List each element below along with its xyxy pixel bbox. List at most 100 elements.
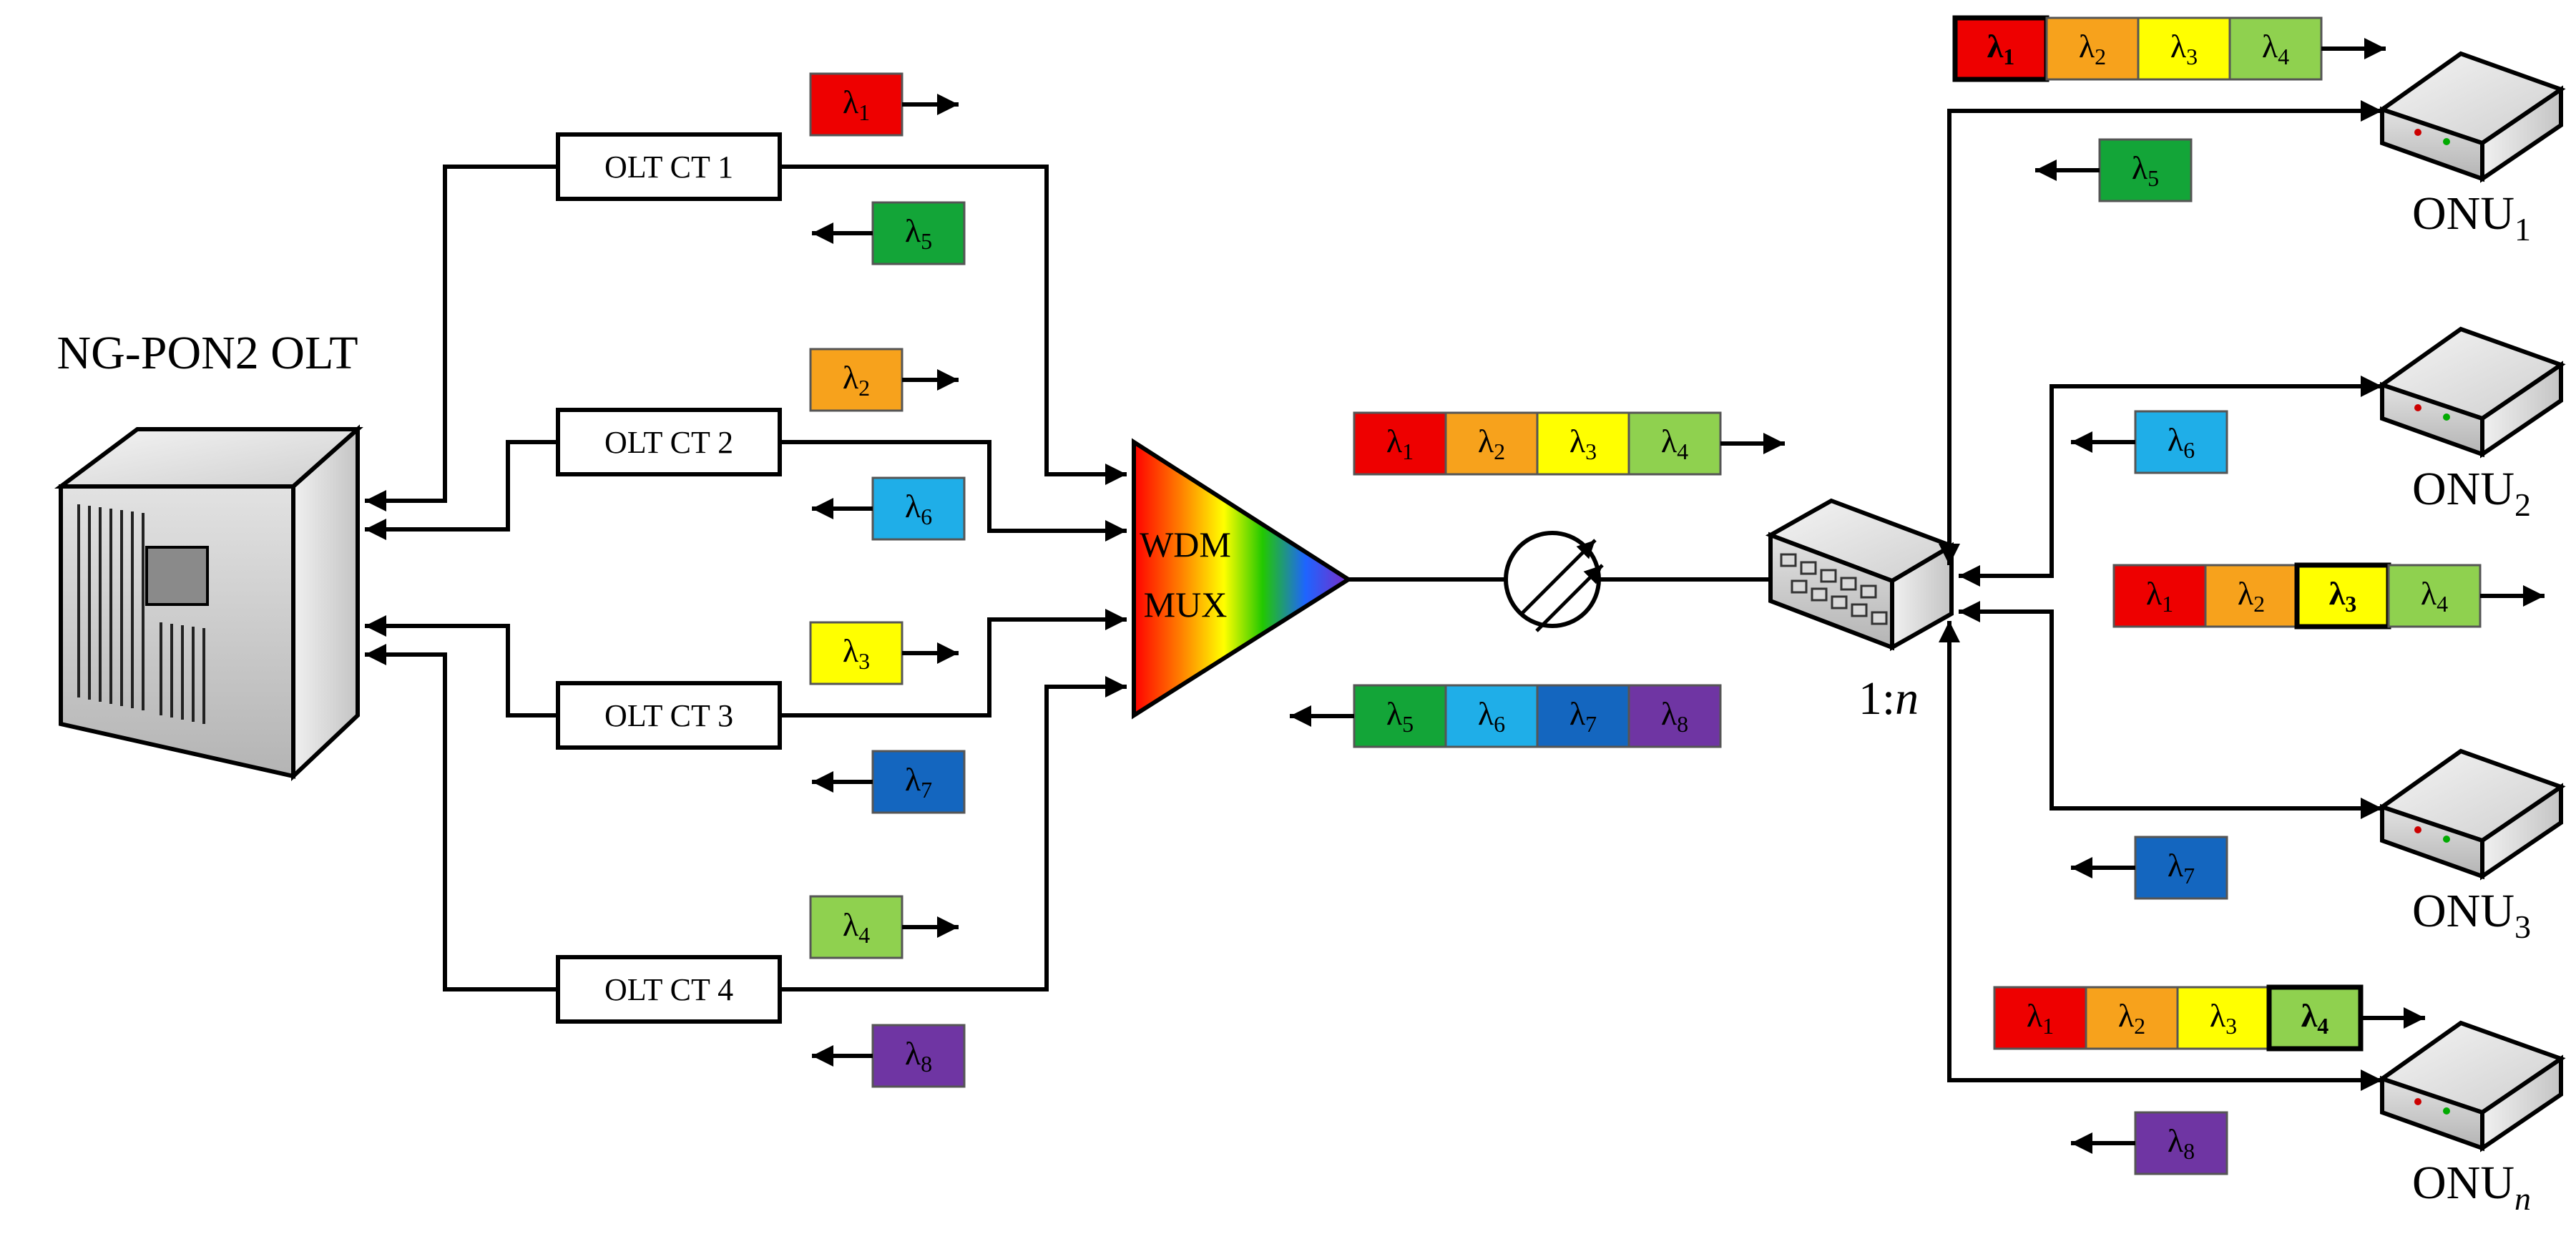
wavelength-swatch — [1444, 684, 1539, 748]
wavelength-cell: λ1 — [1952, 15, 2049, 82]
onu-device-icon — [2377, 1020, 2566, 1152]
wavelength-swatch — [2228, 16, 2323, 81]
wavelength-label: λ2 — [2118, 997, 2145, 1039]
feeder-upstream-strip: λ5 λ6 λ7 λ8 — [1290, 684, 1722, 748]
wavelength-label: λ3 — [843, 632, 870, 674]
onu-upstream-tag: λ5 — [2098, 138, 2193, 202]
onu-upstream-tag: λ8 — [2134, 1111, 2228, 1175]
olt-title: NG-PON2 OLT — [57, 327, 358, 379]
wavelength-label: λ4 — [2301, 997, 2329, 1039]
wavelength-label: λ5 — [1386, 695, 1414, 737]
onu-downstream-strip: λ1 λ2 λ3 λ4 — [2112, 562, 2545, 630]
wavelength-swatch — [1627, 684, 1722, 748]
wavelength-cell: λ2 — [2045, 16, 2140, 81]
wavelength-cell: λ4 — [2387, 564, 2482, 628]
wavelength-swatch — [2112, 564, 2207, 628]
wavelength-label: λ6 — [1478, 695, 1505, 737]
onu-name: ONU2 — [2412, 463, 2531, 523]
onu-device-icon — [2377, 51, 2566, 183]
onu-name: ONUn — [2412, 1157, 2531, 1217]
wavelength-cell: λ8 — [1627, 684, 1722, 748]
wavelength-swatch — [1444, 411, 1539, 476]
wavelength-cell: λ1 — [1353, 411, 1447, 476]
wavelength-label: λ7 — [905, 761, 932, 803]
wavelength-swatch — [1627, 411, 1722, 476]
wavelength-label: λ1 — [2027, 997, 2054, 1039]
onu-device-icon — [2377, 748, 2566, 881]
wavelength-cell: λ3 — [2294, 562, 2391, 630]
ct-box — [556, 681, 782, 750]
wavelength-label: λ6 — [905, 488, 932, 529]
wavelength-label: λ7 — [2168, 847, 2195, 888]
wavelength-label: λ8 — [1661, 695, 1688, 737]
wavelength-swatch — [809, 895, 903, 959]
splitter-icon — [1765, 498, 1957, 652]
ct-box — [556, 408, 782, 476]
wavelength-label: λ4 — [843, 906, 870, 948]
wavelength-label: λ3 — [2329, 575, 2357, 617]
wavelength-swatch — [2098, 138, 2193, 202]
drop-wires — [1939, 100, 2382, 1091]
wavelength-label: λ6 — [2168, 421, 2195, 463]
wavelength-label: λ4 — [2421, 575, 2448, 617]
olt-ct-4: OLT CT 4 λ4 λ8 — [556, 895, 966, 1088]
wavelength-label: λ4 — [2262, 28, 2289, 69]
wavelength-cell: λ2 — [2204, 564, 2298, 628]
wavelength-cell: λ1 — [2112, 564, 2207, 628]
wavelength-swatch — [809, 72, 903, 137]
wavelength-label: λ1 — [843, 84, 870, 125]
wavelength-swatch — [871, 750, 966, 814]
onu-1: ONU1 λ5 λ1 λ2 λ3 λ4 — [1952, 15, 2566, 248]
wavelength-label: λ2 — [1478, 423, 1505, 464]
wavelength-cell: λ1 — [1993, 986, 2087, 1050]
ct-downstream-tag: λ2 — [809, 348, 903, 412]
splitter-ratio: 1:n — [1858, 672, 1919, 725]
wavelength-cell: λ3 — [1536, 411, 1630, 476]
onu-upstream-tag: λ6 — [2134, 410, 2228, 474]
wavelength-swatch — [1993, 986, 2087, 1050]
ct-upstream-tag: λ8 — [871, 1024, 966, 1088]
wavelength-label: λ3 — [2210, 997, 2237, 1039]
wavelength-label: λ5 — [2132, 150, 2159, 191]
ct-downstream-tag: λ4 — [809, 895, 903, 959]
ct-downstream-tag: λ3 — [809, 621, 903, 685]
onu-downstream-strip: λ1 λ2 λ3 λ4 — [1952, 15, 2386, 82]
wavelength-cell: λ2 — [2085, 986, 2179, 1050]
olt-ct-3: OLT CT 3 λ3 λ7 — [556, 621, 966, 814]
wavelength-swatch — [1353, 411, 1447, 476]
wavelength-label: λ5 — [905, 212, 932, 254]
wavelength-cell: λ2 — [1444, 411, 1539, 476]
feeder-fiber — [1348, 531, 1771, 632]
wdm-mux: WDM MUX — [1132, 438, 1353, 720]
ct-label: OLT CT 4 — [604, 972, 733, 1007]
wavelength-label: λ1 — [1386, 423, 1414, 464]
wavelength-label: λ1 — [2146, 575, 2173, 617]
ct-upstream-tag: λ5 — [871, 201, 966, 265]
wavelength-label: λ4 — [1661, 423, 1688, 464]
wavelength-cell: λ4 — [2228, 16, 2323, 81]
feeder-downstream-strip: λ1 λ2 λ3 λ4 — [1353, 411, 1785, 476]
onu-name: ONU1 — [2412, 187, 2531, 248]
ct-box — [556, 955, 782, 1024]
wavelength-cell: λ5 — [1353, 684, 1447, 748]
wavelength-cell: λ4 — [2266, 984, 2364, 1052]
onu-device-icon — [2377, 326, 2566, 459]
wavelength-swatch — [871, 1024, 966, 1088]
wavelength-label: λ3 — [1569, 423, 1597, 464]
wavelength-swatch — [2045, 16, 2140, 81]
wavelength-label: λ8 — [2168, 1122, 2195, 1164]
wavelength-label: λ2 — [2079, 28, 2106, 69]
wavelength-cell: λ6 — [1444, 684, 1539, 748]
wavelength-cell: λ7 — [1536, 684, 1630, 748]
ct-label: OLT CT 3 — [604, 698, 733, 733]
ct-upstream-tag: λ7 — [871, 750, 966, 814]
ct-box — [556, 132, 782, 201]
mux-label-line1: WDM — [1140, 524, 1231, 564]
wavelength-label: λ3 — [2170, 28, 2198, 69]
wavelength-swatch — [871, 476, 966, 541]
wavelength-swatch — [2085, 986, 2179, 1050]
wavelength-label: λ7 — [1569, 695, 1597, 737]
onu-upstream-tag: λ7 — [2134, 836, 2228, 900]
